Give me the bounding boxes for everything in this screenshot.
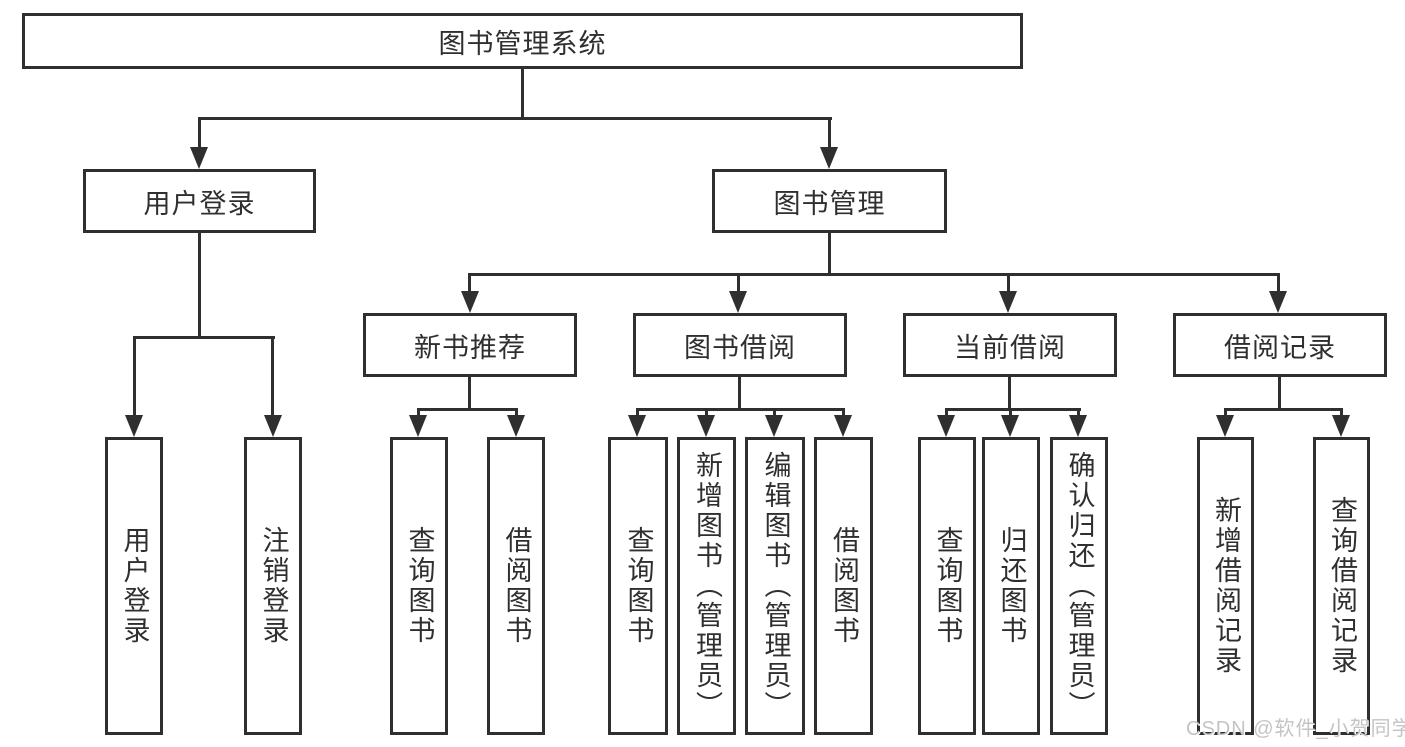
node-leaf-return-books: 归还图书: [982, 437, 1040, 735]
edge-drop-leaf: [515, 408, 518, 418]
node-leaf-query-borrow-record: 查询借阅记录: [1313, 437, 1370, 735]
arrow-down-icon: [834, 415, 852, 437]
edge-root-stem: [521, 68, 524, 120]
edge-user-login-branch: [133, 336, 275, 339]
edge-drop-leaf: [705, 408, 708, 418]
arrow-down-icon: [937, 415, 955, 437]
edge-book-borrow-stem: [738, 375, 741, 411]
arrow-down-icon: [1332, 415, 1350, 437]
node-book-management: 图书管理: [712, 169, 947, 233]
edge-drop-leaf: [636, 408, 639, 418]
node-leaf-logout: 注销登录: [244, 437, 302, 735]
edge-drop-leaf: [1224, 408, 1227, 418]
edge-level3-branch: [468, 273, 1280, 276]
node-leaf-add-borrow-record: 新增借阅记录: [1197, 437, 1254, 735]
arrow-down-icon: [1269, 291, 1287, 313]
edge-new-book-branch: [417, 408, 518, 411]
node-book-borrow: 图书借阅: [633, 313, 847, 377]
arrow-down-icon: [507, 415, 525, 437]
node-leaf-confirm-return-admin: 确认归还（管理员）: [1050, 437, 1108, 735]
edge-current-borrow-branch: [945, 408, 1081, 411]
edge-drop-user-login: [198, 117, 201, 150]
node-leaf-user-login: 用户登录: [105, 437, 163, 735]
node-leaf-borrow-books: 借阅图书: [814, 437, 873, 735]
edge-drop-leaf: [1077, 408, 1080, 418]
node-leaf-edit-books-admin: 编辑图书（管理员）: [745, 437, 805, 735]
node-library-management-system: 图书管理系统: [22, 13, 1023, 69]
csdn-watermark: CSDN @软件_小贺同学: [1186, 718, 1405, 740]
arrow-down-icon: [190, 147, 208, 169]
arrow-down-icon: [264, 415, 282, 437]
edge-drop-leaf: [417, 408, 420, 418]
edge-drop-borrow-records: [1277, 273, 1280, 293]
node-borrow-records: 借阅记录: [1173, 313, 1387, 377]
edge-drop-leaf: [773, 408, 776, 418]
edge-borrow-records-stem: [1278, 375, 1281, 411]
arrow-down-icon: [461, 291, 479, 313]
node-leaf-add-books-admin: 新增图书（管理员）: [677, 437, 736, 735]
edge-drop-leaf: [1009, 408, 1012, 418]
edge-drop-leaf: [945, 408, 948, 418]
arrow-down-icon: [1216, 415, 1234, 437]
edge-book-borrow-branch: [636, 408, 845, 411]
edge-drop-new-book: [468, 273, 471, 293]
edge-book-management-stem: [828, 231, 831, 276]
node-leaf-query-books: 查询图书: [918, 437, 976, 735]
edge-user-login-stem: [198, 231, 201, 339]
arrow-down-icon: [125, 415, 143, 437]
node-current-borrow: 当前借阅: [903, 313, 1117, 377]
arrow-down-icon: [765, 415, 783, 437]
edge-new-book-stem: [468, 375, 471, 411]
edge-drop-leaf: [1340, 408, 1343, 418]
edge-drop-book-management: [828, 117, 831, 150]
edge-borrow-records-branch: [1224, 408, 1343, 411]
arrow-down-icon: [1001, 415, 1019, 437]
arrow-down-icon: [1069, 415, 1087, 437]
arrow-down-icon: [820, 147, 838, 169]
node-new-book-recommend: 新书推荐: [363, 313, 577, 377]
edge-drop-logout-leaf: [271, 336, 274, 417]
edge-drop-leaf: [842, 408, 845, 418]
edge-drop-login-leaf: [133, 336, 136, 417]
node-leaf-query-books: 查询图书: [608, 437, 668, 735]
arrow-down-icon: [697, 415, 715, 437]
edge-drop-current-borrow: [1007, 273, 1010, 293]
arrow-down-icon: [729, 291, 747, 313]
arrow-down-icon: [409, 415, 427, 437]
arrow-down-icon: [628, 415, 646, 437]
edge-root-branch: [198, 117, 832, 120]
node-user-login: 用户登录: [83, 169, 316, 233]
edge-current-borrow-stem: [1008, 375, 1011, 411]
edge-drop-book-borrow: [737, 273, 740, 293]
arrow-down-icon: [999, 291, 1017, 313]
node-leaf-query-books: 查询图书: [390, 437, 448, 735]
node-leaf-borrow-books: 借阅图书: [487, 437, 545, 735]
